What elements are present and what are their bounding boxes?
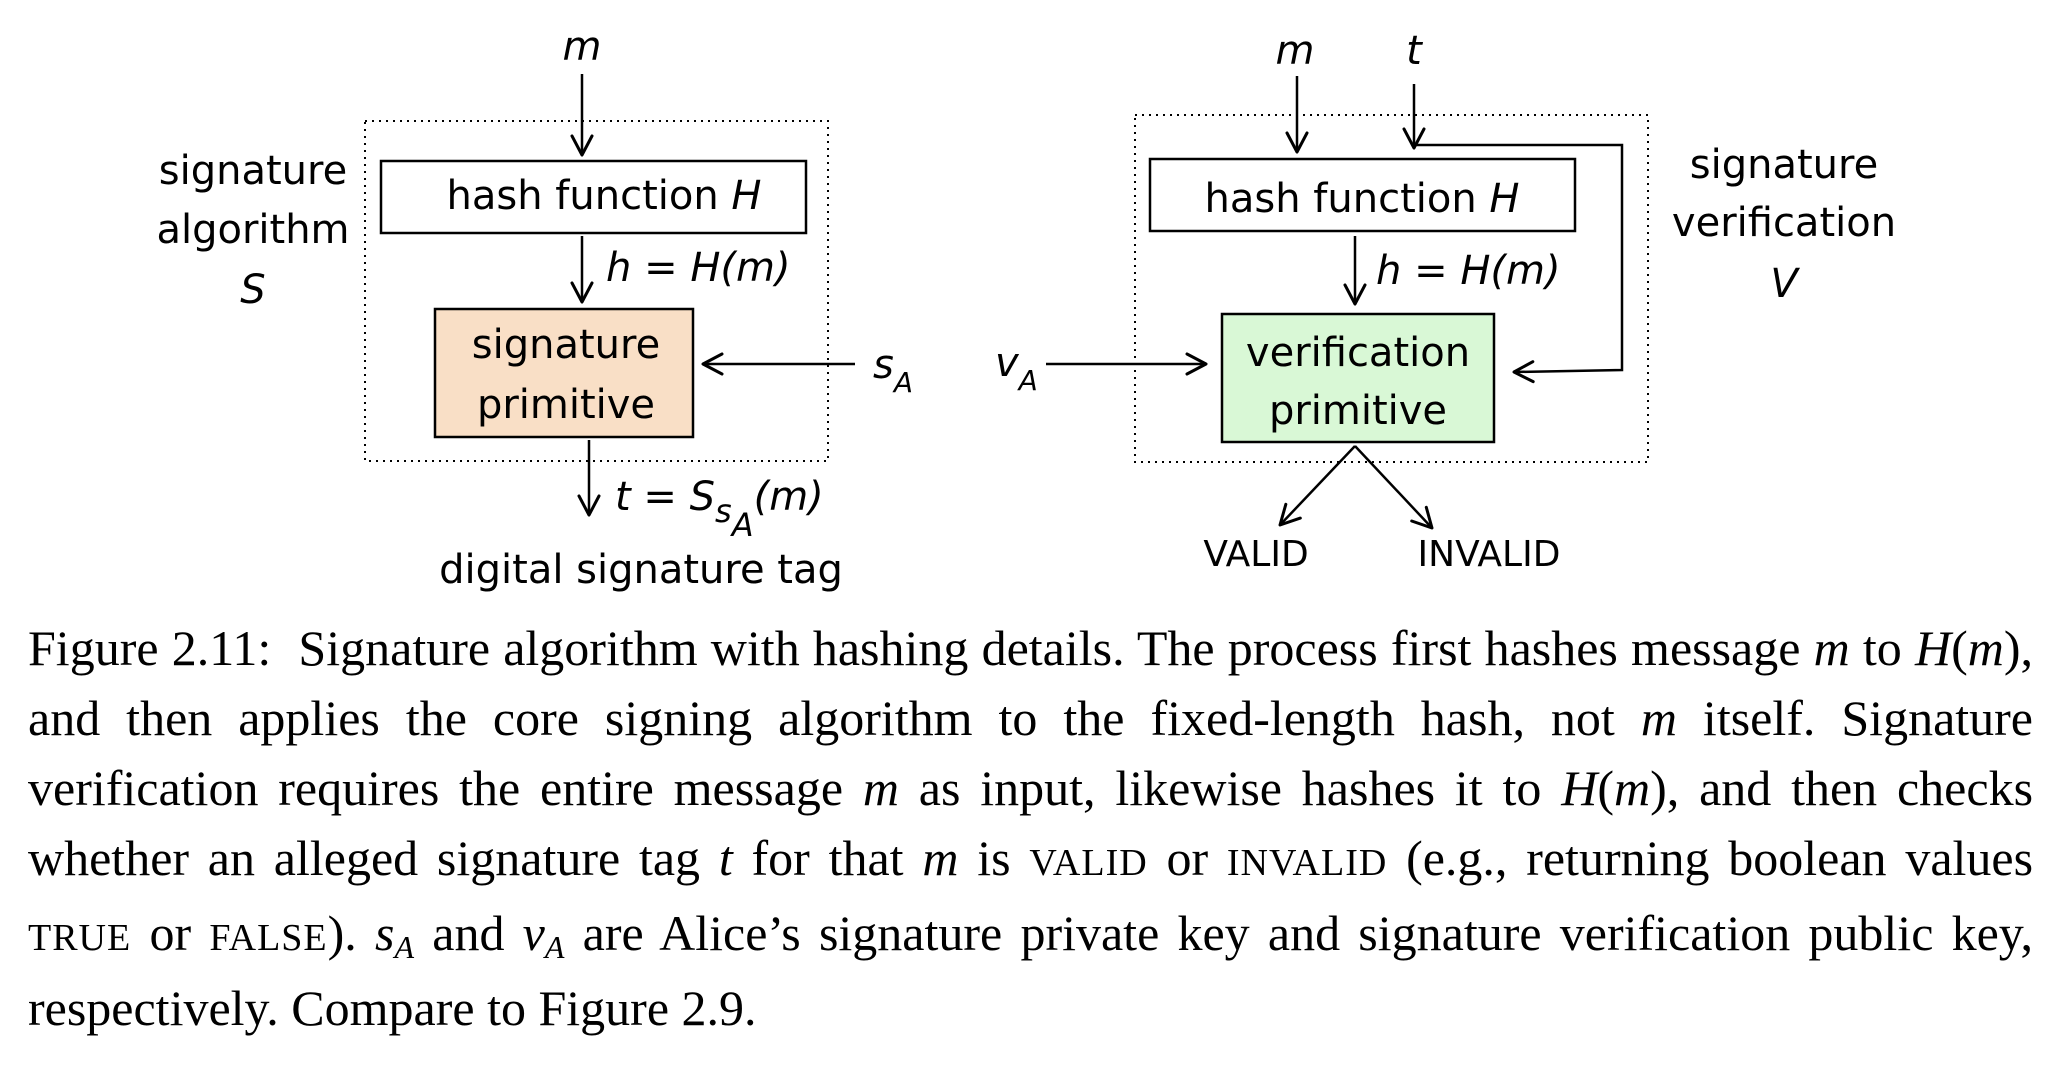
- signature-verification-title-line2: verification: [1672, 200, 1896, 246]
- invalid-outcome-arrow: [1354, 445, 1434, 530]
- right-hash-function-box: [1148, 157, 1577, 233]
- digital-signature-tag-label: digital signature tag: [439, 547, 843, 593]
- signature-algorithm-diagram: m hash function H h = H(m) signature pri…: [156, 24, 913, 593]
- tag-bypass-connector: [1414, 143, 1624, 384]
- signature-algorithm-symbol: S: [240, 267, 265, 313]
- signature-primitive-label-line2: primitive: [477, 382, 655, 428]
- left-hash-function-box: [379, 159, 808, 235]
- signature-primitive-box: [433, 307, 695, 439]
- public-key-label: vA: [995, 340, 1038, 397]
- right-input-t-label: t: [1406, 28, 1423, 74]
- left-hash-function-label: hash function H: [447, 173, 762, 219]
- figure-number: Figure 2.11:: [28, 620, 272, 676]
- signature-verification-diagram: m t hash function H h = H(m) verificatio…: [995, 28, 1896, 575]
- signature-verification-boundary: [1134, 114, 1649, 463]
- private-key-label: sA: [873, 342, 913, 399]
- invalid-outcome-label: INVALID: [1418, 534, 1561, 575]
- signature-algorithm-title-line2: algorithm: [156, 207, 349, 253]
- figure-caption: Figure 2.11: Signature algorithm with ha…: [28, 620, 2034, 1036]
- valid-outcome-label: VALID: [1203, 534, 1308, 575]
- signature-verification-symbol: V: [1770, 261, 1800, 307]
- verification-primitive-box: [1220, 312, 1496, 444]
- signature-algorithm-title-line1: signature: [159, 148, 347, 194]
- right-hash-output-label: h = H(m): [1376, 248, 1561, 294]
- verification-primitive-label-line2: primitive: [1269, 388, 1447, 434]
- signature-primitive-label-line1: signature: [472, 322, 660, 368]
- signature-algorithm-boundary: [364, 120, 829, 462]
- left-input-m-label: m: [563, 24, 602, 70]
- signature-output-label: t = SsA(m): [615, 474, 824, 544]
- valid-outcome-arrow: [1278, 445, 1356, 527]
- right-hash-function-label: hash function H: [1205, 176, 1520, 222]
- signature-verification-title-line1: signature: [1690, 142, 1878, 188]
- right-input-m-label: m: [1276, 28, 1315, 74]
- verification-primitive-label-line1: verification: [1246, 330, 1470, 376]
- signature-diagram: m hash function H h = H(m) signature pri…: [156, 24, 1896, 593]
- left-hash-output-label: h = H(m): [606, 245, 791, 291]
